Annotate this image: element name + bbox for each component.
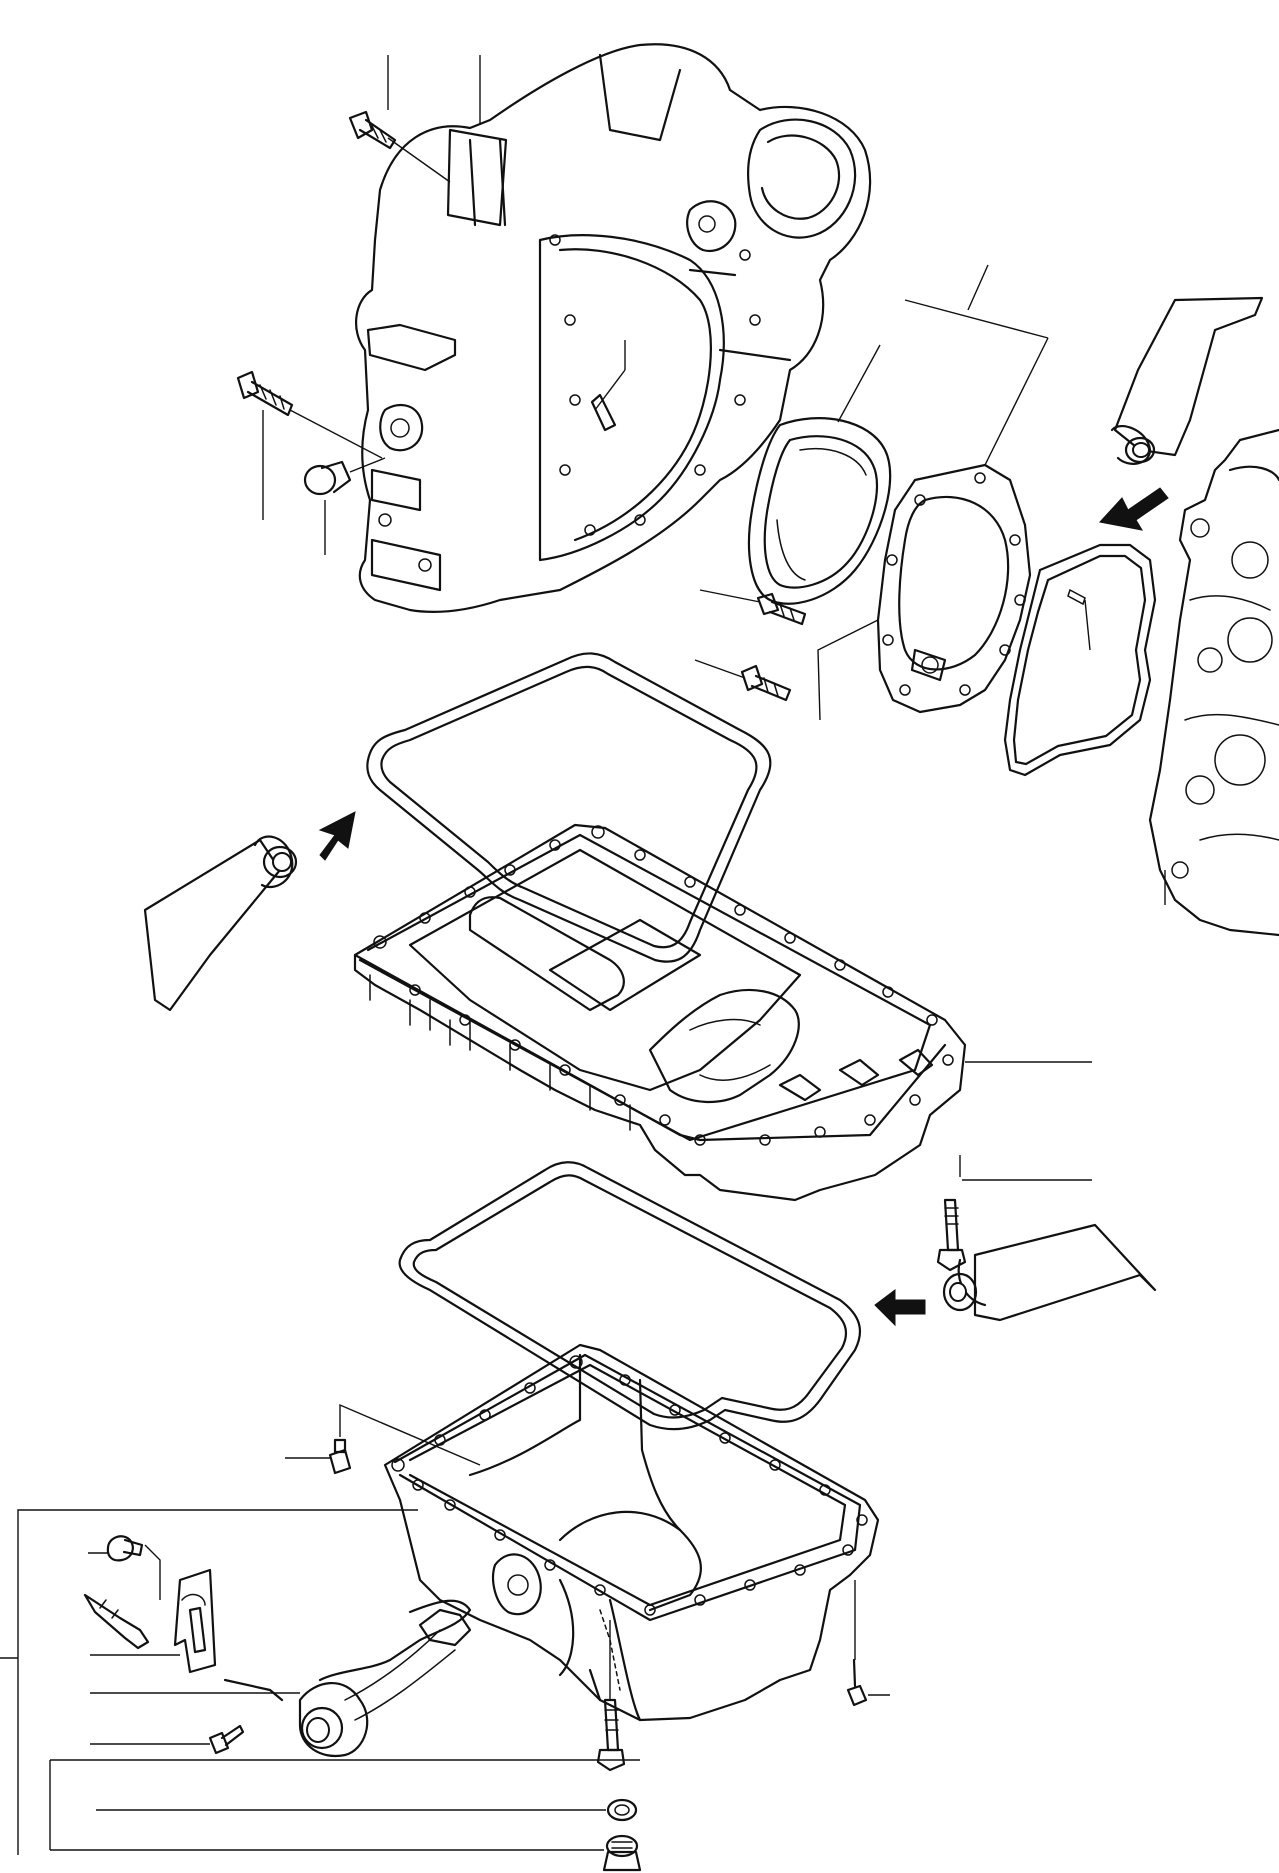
oil-pan-upper — [353, 823, 1092, 1202]
arrow-left-icon — [874, 1289, 926, 1327]
end-plate-gasket — [1003, 543, 1157, 777]
pan-bolt-right — [846, 1580, 890, 1707]
sealant-tube-left — [143, 835, 298, 1012]
sealant-tube-top — [1110, 296, 1264, 465]
pan-bolt-left — [285, 1403, 481, 1475]
arrow-down-left-icon — [1099, 487, 1169, 531]
upper-oil-pan-gasket — [366, 652, 772, 963]
level-gauge-wire — [83, 1593, 472, 1702]
drain-washer — [96, 1798, 638, 1822]
sensor-bolt — [90, 1724, 245, 1755]
level-gauge-bracket-bolt — [88, 1535, 161, 1600]
plate-bolt-lower — [694, 619, 879, 721]
rear-oil-seal — [747, 344, 892, 605]
rear-end-plate — [876, 264, 1049, 714]
level-gauge-bracket — [90, 1568, 217, 1674]
housing-bolt-lower — [236, 370, 383, 520]
drain-plug — [50, 1834, 642, 1872]
housing-plug — [303, 457, 386, 555]
plate-bolt-upper — [699, 589, 807, 626]
oil-pan-lower — [383, 1343, 880, 1722]
dowel-leader — [594, 369, 626, 411]
flywheel-housing — [355, 43, 872, 614]
arrow-up-right-icon — [318, 811, 356, 861]
engine-block — [1148, 428, 1279, 937]
upper-pan-bolt — [936, 1155, 1092, 1272]
oil-level-sensor — [90, 1608, 472, 1758]
lower-oil-pan-gasket — [398, 1161, 862, 1431]
sealant-tube-right — [942, 1223, 1157, 1322]
housing-bolt-upper — [348, 55, 451, 183]
assembly-leader-bracket — [0, 1509, 640, 1855]
